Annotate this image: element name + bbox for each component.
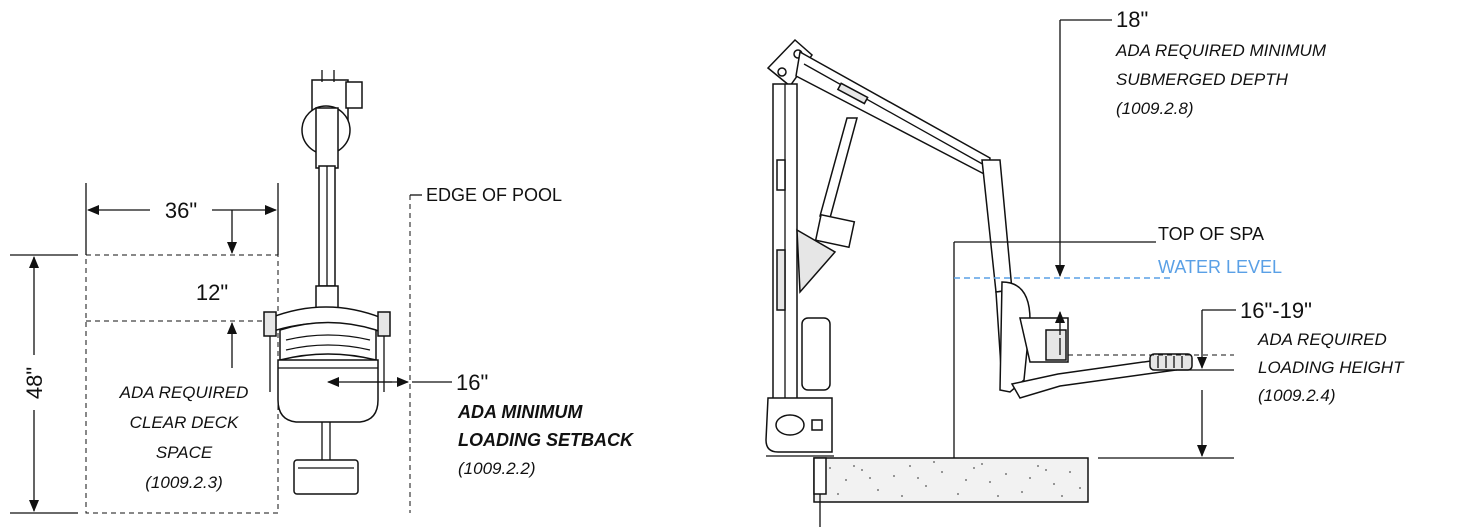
deck-space-line3: SPACE	[156, 443, 213, 462]
height-note-line1: ADA REQUIRED	[1257, 330, 1387, 349]
deck-space-line2: CLEAR DECK	[130, 413, 239, 432]
depth-note-line1: ADA REQUIRED MINIMUM	[1115, 41, 1327, 60]
top-of-spa-label: TOP OF SPA	[1158, 224, 1264, 244]
side-view: TOP OF SPA WATER LEVEL 18" ADA REQUIRED …	[765, 7, 1405, 527]
setback-note-line1: ADA MINIMUM	[457, 402, 583, 422]
concrete-deck	[813, 457, 1089, 503]
height-note-ref: (1009.2.4)	[1258, 386, 1336, 405]
water-level-label: WATER LEVEL	[1158, 257, 1282, 277]
setback-dimension-label: 16"	[456, 370, 488, 395]
height-dimension-label: 48"	[22, 367, 47, 399]
setback-note-line2: LOADING SETBACK	[458, 430, 635, 450]
depth-dimension: 18" ADA REQUIRED MINIMUM SUBMERGED DEPTH…	[1055, 7, 1327, 355]
lift-front-drawing	[263, 70, 391, 495]
height-dimension: 48"	[10, 254, 78, 514]
setback-dimension: 16"	[327, 370, 488, 395]
loading-height-label: 16"-19"	[1240, 298, 1312, 323]
lift-side-drawing	[765, 38, 1193, 457]
top-offset-dimension: 12"	[196, 210, 237, 368]
concrete-speckle	[829, 461, 1081, 497]
height-note-line2: LOADING HEIGHT	[1258, 358, 1405, 377]
deck-space-line1: ADA REQUIRED	[119, 383, 249, 402]
width-dimension-label: 36"	[165, 198, 197, 223]
top-offset-label: 12"	[196, 280, 228, 305]
front-view: 36" 48" 12"	[10, 70, 635, 514]
setback-note-ref: (1009.2.2)	[458, 459, 536, 478]
depth-note-ref: (1009.2.8)	[1116, 99, 1194, 118]
width-dimension: 36"	[87, 198, 277, 223]
depth-note-line2: SUBMERGED DEPTH	[1116, 70, 1289, 89]
edge-of-pool-label: EDGE OF POOL	[426, 185, 562, 205]
deck-space-ref: (1009.2.3)	[145, 473, 223, 492]
loading-height-dimension: 16"-19" ADA REQUIRED LOADING HEIGHT (100…	[1068, 298, 1405, 459]
depth-dimension-label: 18"	[1116, 7, 1148, 32]
